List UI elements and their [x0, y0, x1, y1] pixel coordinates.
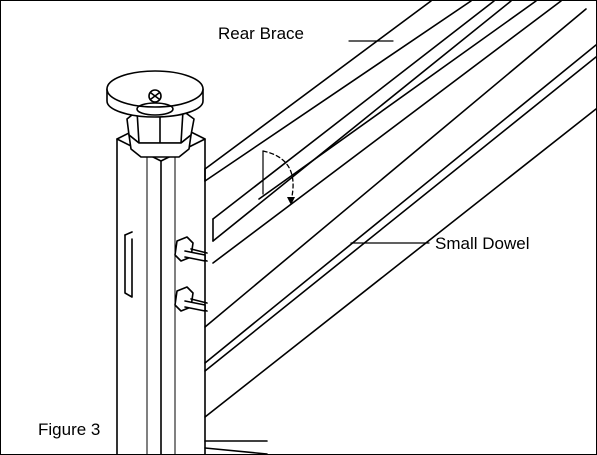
cap-screw-icon: [148, 89, 162, 103]
post: [116, 116, 206, 454]
figure-caption: Figure 3: [38, 420, 101, 439]
small-dowel: [204, 8, 596, 418]
rear-brace: [204, 1, 562, 264]
rotation-arrow: [262, 150, 295, 205]
bolt-upper: [174, 236, 208, 262]
post-cap: [106, 70, 204, 118]
side-bracket: [124, 231, 133, 298]
label-small-dowel: Small Dowel: [435, 234, 530, 253]
label-rear-brace: Rear Brace: [218, 24, 304, 43]
bolt-lower: [174, 286, 208, 312]
hex-nut: [126, 110, 195, 158]
